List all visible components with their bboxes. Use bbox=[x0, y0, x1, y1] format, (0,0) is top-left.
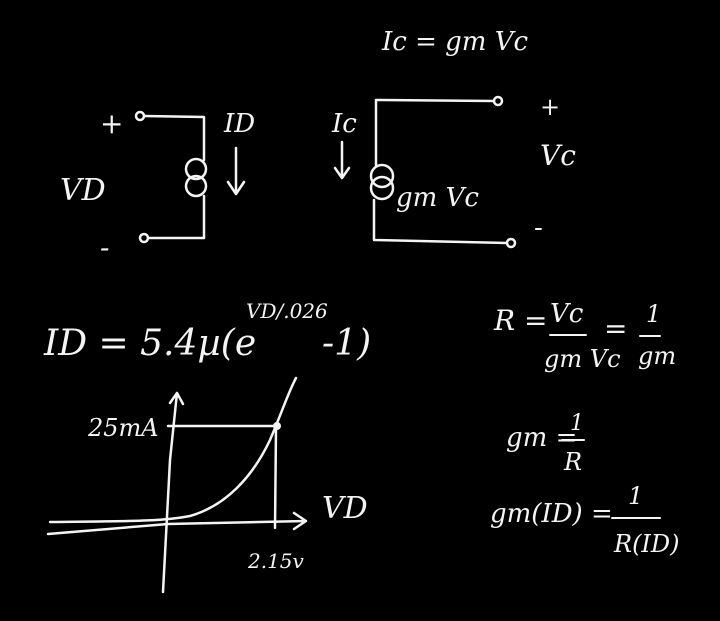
source-plus-sign: + bbox=[540, 93, 560, 121]
source-bottom-wire bbox=[372, 198, 509, 245]
x-axis-label: VD bbox=[322, 491, 368, 526]
diode-bottom-wire bbox=[146, 194, 206, 240]
dependent-source-symbol bbox=[369, 163, 395, 201]
diode-equation: ID = 5.4µ(e VD/.026 -1) bbox=[43, 299, 371, 364]
y-axis bbox=[161, 391, 185, 594]
x-guide-line bbox=[273, 426, 278, 530]
gm-equation: gm = 1 R bbox=[506, 411, 585, 476]
diode-minus-sign: - bbox=[100, 231, 109, 264]
diode-voltage-label: VD bbox=[60, 173, 106, 208]
diode-current-label: ID bbox=[223, 109, 255, 139]
source-top-terminal bbox=[492, 95, 504, 107]
source-current-arrow bbox=[333, 140, 351, 180]
iv-plot: 25mA 2.15v VD bbox=[46, 376, 368, 594]
diode-equation-main: ID = 5.4µ(e bbox=[43, 323, 256, 364]
gm-id-lhs: gm(ID) = bbox=[490, 499, 613, 529]
gm-id-denominator: R(ID) bbox=[613, 530, 680, 558]
top-equation: Ic = gm Vc bbox=[381, 27, 528, 57]
y-tick-label: 25mA bbox=[87, 414, 159, 442]
r-result-numerator: 1 bbox=[646, 300, 661, 328]
source-top-wire bbox=[374, 98, 496, 167]
exponential-curve bbox=[48, 376, 298, 524]
x-tick-label: 2.15v bbox=[247, 549, 305, 573]
source-circuit: Ic gm Vc + Vc - bbox=[331, 93, 576, 249]
r-equals-sign: = bbox=[604, 312, 627, 345]
r-numerator: Vc bbox=[550, 299, 584, 329]
source-bottom-terminal bbox=[505, 237, 517, 249]
gm-denominator: R bbox=[563, 448, 582, 476]
operating-point bbox=[273, 422, 281, 430]
gm-id-numerator: 1 bbox=[628, 482, 643, 510]
diode-bottom-terminal bbox=[138, 232, 150, 244]
diode-source-symbol bbox=[184, 157, 208, 198]
diode-equation-exponent: VD/.026 bbox=[246, 299, 328, 323]
r-equals-label: R = bbox=[493, 304, 547, 337]
resistance-equation: R = Vc gm Vc = 1 gm bbox=[493, 299, 676, 373]
diode-top-wire bbox=[142, 114, 206, 162]
r-result-denominator: gm bbox=[638, 342, 676, 370]
gm-lhs: gm = bbox=[506, 423, 577, 453]
diode-plus-sign: + bbox=[100, 107, 123, 140]
source-current-label: Ic bbox=[331, 109, 357, 139]
diode-equation-tail: -1) bbox=[322, 323, 371, 364]
r-denominator: gm Vc bbox=[544, 345, 621, 373]
diode-circuit: + - VD ID bbox=[60, 107, 255, 264]
source-voltage-label: Vc bbox=[540, 139, 576, 172]
diode-current-arrow bbox=[226, 146, 246, 196]
x-axis bbox=[46, 511, 308, 536]
source-value-label: gm Vc bbox=[396, 183, 479, 213]
gm-numerator: 1 bbox=[570, 411, 584, 436]
source-minus-sign: - bbox=[534, 213, 543, 243]
gm-id-equation: gm(ID) = 1 R(ID) bbox=[490, 482, 680, 558]
